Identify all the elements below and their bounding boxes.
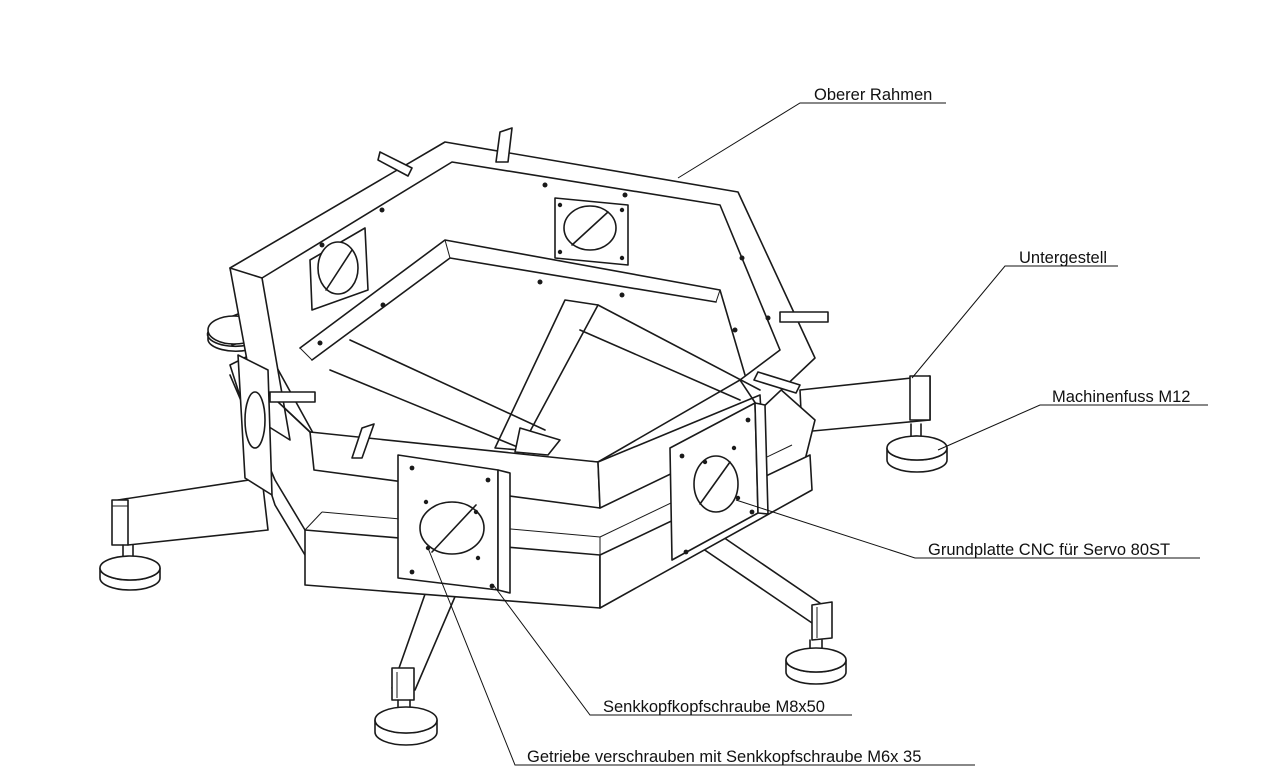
leg-front-center <box>374 579 461 746</box>
label-base-frame: Untergestell <box>1019 249 1107 267</box>
rim-tabs <box>269 127 829 459</box>
foot-disc-front-center <box>374 706 438 746</box>
leg-front-left <box>99 477 269 591</box>
base-plate-front <box>397 454 511 594</box>
label-machine-foot: Machinenfuss M12 <box>1052 388 1191 406</box>
leg-right <box>799 375 948 473</box>
foot-disc-front-left <box>99 555 161 591</box>
label-base-plate: Grundplatte CNC für Servo 80ST <box>928 541 1170 559</box>
leg-front-right <box>689 534 847 685</box>
label-countersunk-screw: Senkkopfkopfschraube M8x50 <box>603 698 825 716</box>
label-gear-screw: Getriebe verschrauben mit Senkkopfschrau… <box>527 748 921 766</box>
base-plate-right <box>669 402 769 561</box>
cross-braces <box>329 299 761 456</box>
motor-plate-back-center <box>554 197 629 266</box>
motor-plate-back-left <box>309 227 369 311</box>
foot-disc-front-right <box>785 647 847 685</box>
leader-lines <box>427 102 1208 766</box>
side-plate-left <box>237 354 273 496</box>
foot-disc-right <box>886 435 948 473</box>
label-upper-frame: Oberer Rahmen <box>814 86 932 104</box>
rim-holes <box>317 182 771 346</box>
